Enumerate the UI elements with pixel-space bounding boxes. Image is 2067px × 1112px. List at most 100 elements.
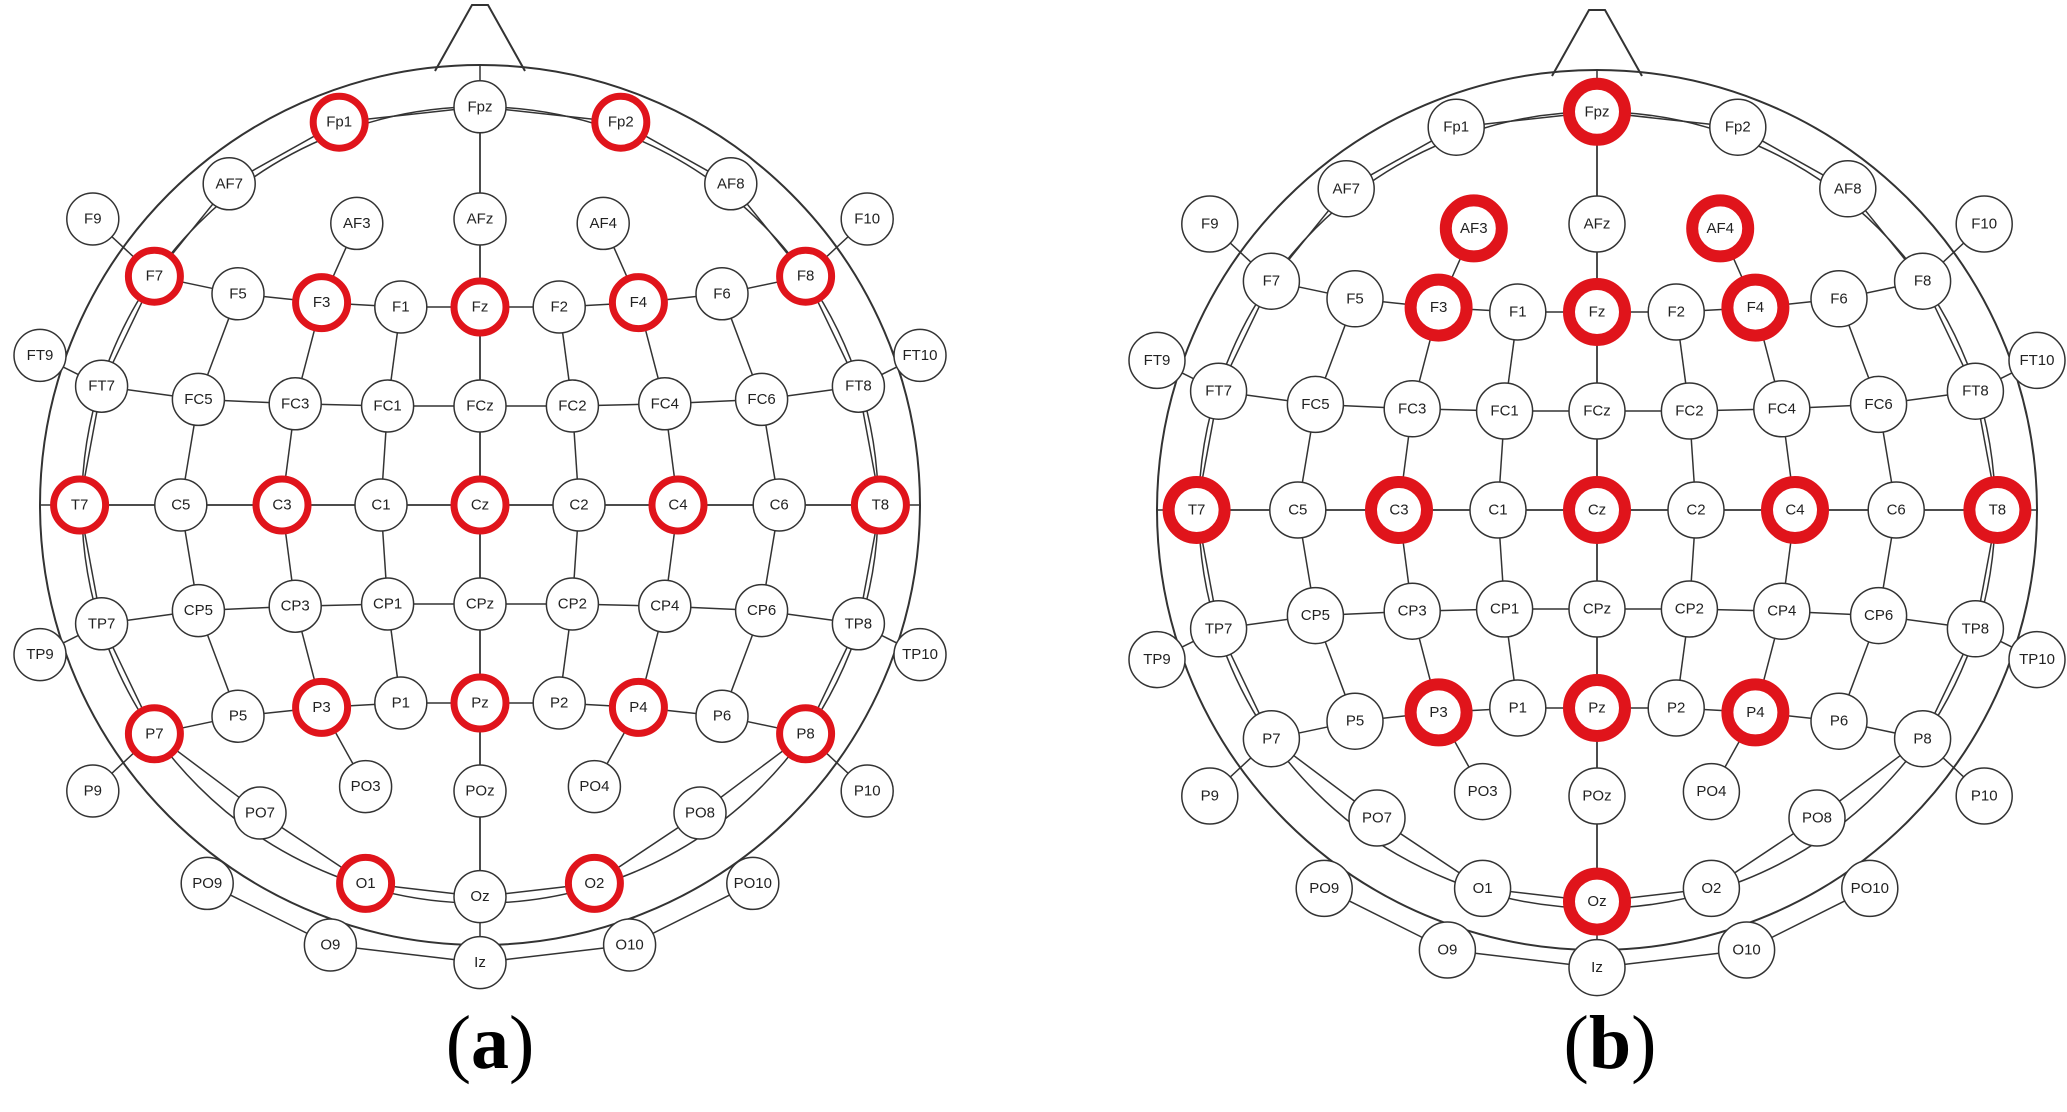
electrode-tp8: TP8 xyxy=(1946,600,2005,658)
electrode-label: Oz xyxy=(1587,893,1606,910)
electrode-label: F1 xyxy=(1509,304,1527,321)
electrode-ring xyxy=(1893,252,1952,310)
electrode-p8: P8 xyxy=(776,704,836,764)
electrode-c3: C3 xyxy=(252,475,312,535)
electrode-label: F6 xyxy=(1830,290,1848,307)
electrode-label: CPz xyxy=(466,596,494,613)
electrode-label: P1 xyxy=(392,695,410,712)
highlighted-electrode-ring xyxy=(1439,194,1508,263)
electrode-ring xyxy=(360,379,415,433)
electrode-ring xyxy=(1667,481,1725,539)
electrode-ft8: FT8 xyxy=(831,359,886,413)
electrode-ring xyxy=(74,359,129,413)
electrode-afz: AFz xyxy=(1568,195,1626,253)
electrode-label: C1 xyxy=(371,497,390,514)
electrode-ring xyxy=(268,579,322,633)
electrode-label: P10 xyxy=(854,783,881,800)
electrode-f7: F7 xyxy=(124,246,184,306)
electrode-ring xyxy=(1867,481,1925,539)
electrode-ring xyxy=(1810,692,1868,750)
electrode-label: AF3 xyxy=(1460,220,1488,237)
electrode-ring xyxy=(338,759,393,814)
electrode-label: FC3 xyxy=(1398,400,1426,417)
electrode-ring xyxy=(1893,710,1952,768)
electrode-ring xyxy=(1242,710,1301,768)
electrode-po10: PO10 xyxy=(1841,859,1899,918)
electrode-label: FT7 xyxy=(1205,383,1232,400)
highlighted-electrode-ring xyxy=(564,853,624,913)
electrode-label: Fpz xyxy=(467,98,492,115)
electrode-fp1: Fp1 xyxy=(309,92,369,152)
highlighted-electrode-ring xyxy=(1404,678,1473,747)
electrode-ring xyxy=(726,856,780,911)
highlighted-electrode-ring xyxy=(124,246,184,306)
electrode-tp7: TP7 xyxy=(74,597,129,651)
electrode-label: TP7 xyxy=(1205,620,1233,637)
electrode-f6: F6 xyxy=(1810,270,1868,328)
electrode-ring xyxy=(1489,679,1547,737)
electrode-po7: PO7 xyxy=(233,786,287,840)
electrode-label: Fp2 xyxy=(608,114,634,131)
highlighted-electrode-ring xyxy=(292,677,352,737)
electrode-label: PO4 xyxy=(1696,783,1726,800)
electrode-cp1: CP1 xyxy=(1475,580,1534,638)
electrode-po9: PO9 xyxy=(1295,859,1353,918)
electrode-po9: PO9 xyxy=(180,856,234,911)
electrode-tp7: TP7 xyxy=(1189,600,1248,658)
electrode-label: P3 xyxy=(1429,704,1447,721)
highlighted-electrode-ring xyxy=(591,92,651,152)
highlighted-electrode-ring xyxy=(336,853,396,913)
electrode-c2: C2 xyxy=(552,478,606,532)
electrode-fp2: Fp2 xyxy=(591,92,651,152)
electrode-label: FC1 xyxy=(373,398,401,415)
electrode-ring xyxy=(211,689,265,743)
electrode-fc2: FC2 xyxy=(545,379,600,433)
electrode-cp4: CP4 xyxy=(1753,582,1811,640)
nose-outline xyxy=(1551,9,1643,77)
electrode-label: C2 xyxy=(569,497,588,514)
electrode-label: PO3 xyxy=(351,778,381,795)
electrode-p6: P6 xyxy=(695,689,749,743)
nose-outline xyxy=(434,4,526,72)
electrode-ring xyxy=(1568,195,1626,253)
electrode-ring xyxy=(545,577,600,631)
electrode-ring xyxy=(1295,859,1353,918)
electrode-ring xyxy=(1819,160,1877,218)
electrode-tp10: TP10 xyxy=(2008,630,2066,689)
electrode-c5: C5 xyxy=(154,478,208,532)
electrode-ring xyxy=(453,192,507,246)
highlighted-electrode-ring xyxy=(252,475,312,535)
electrode-label: P9 xyxy=(1201,788,1219,805)
electrode-label: F4 xyxy=(1747,299,1765,316)
electrode-ring xyxy=(1326,270,1384,328)
electrode-tp10: TP10 xyxy=(893,627,947,682)
electrode-po8: PO8 xyxy=(673,786,727,840)
highlighted-electrode-ring xyxy=(1721,273,1790,342)
highlighted-electrode-ring xyxy=(450,475,510,535)
electrode-fc5: FC5 xyxy=(1286,375,1345,434)
electrode-ring xyxy=(893,328,947,383)
electrode-label: Fz xyxy=(472,299,489,316)
electrode-ring xyxy=(532,676,586,730)
electrode-fz: Fz xyxy=(450,277,510,337)
electrode-label: F8 xyxy=(797,268,815,285)
electrode-ring xyxy=(1326,692,1384,750)
electrode-ring xyxy=(1383,582,1441,640)
electrode-f1: F1 xyxy=(1489,283,1547,341)
electrode-ring xyxy=(1427,98,1485,156)
electrode-label: Fpz xyxy=(1584,103,1609,120)
highlighted-electrode-ring xyxy=(1721,678,1790,747)
electrode-ring xyxy=(831,359,886,413)
electrode-label: CPz xyxy=(1583,601,1611,618)
electrode-c3: C3 xyxy=(1365,476,1433,544)
electrode-ring xyxy=(1647,679,1705,737)
electrode-label: P7 xyxy=(1262,730,1280,747)
electrode-ring xyxy=(1242,252,1301,310)
electrode-tp9: TP9 xyxy=(1128,630,1186,689)
electrode-o9: O9 xyxy=(303,918,358,972)
electrode-ring xyxy=(1955,195,2013,253)
electrode-t7: T7 xyxy=(50,475,110,535)
electrode-label: F10 xyxy=(854,211,880,228)
electrode-label: P8 xyxy=(796,725,814,742)
